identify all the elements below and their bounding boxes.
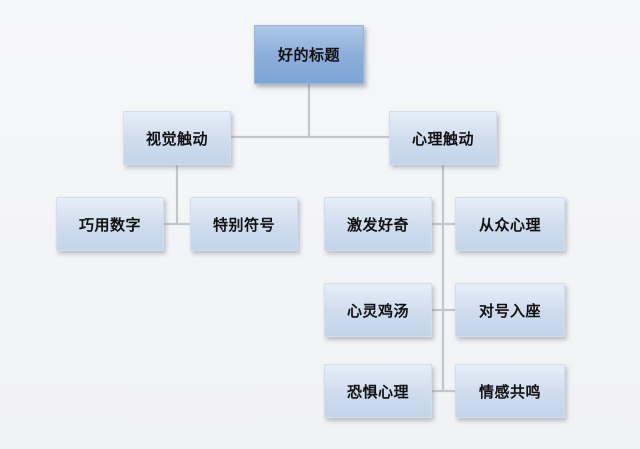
leaf-node: 从众心理 (455, 197, 565, 251)
root-node-label: 好的标题 (277, 46, 340, 64)
leaf-node: 对号入座 (455, 283, 565, 337)
leaf-node: 激发好奇 (324, 197, 432, 251)
leaf-node-label: 从众心理 (478, 215, 541, 234)
leaf-node-label: 巧用数字 (78, 215, 141, 234)
leaf-node-label: 恐惧心理 (346, 382, 409, 401)
leaf-node: 巧用数字 (56, 197, 164, 251)
leaf-node: 心灵鸡汤 (324, 283, 432, 337)
leaf-node-label: 激发好奇 (346, 215, 409, 234)
branch-node-visual: 视觉触动 (123, 111, 231, 165)
leaf-node: 情感共鸣 (455, 364, 565, 418)
leaf-node-label: 对号入座 (478, 301, 541, 320)
root-node: 好的标题 (254, 25, 364, 84)
branch-node-visual-label: 视觉触动 (145, 129, 208, 148)
branch-node-psych: 心理触动 (389, 111, 497, 165)
leaf-node-label: 心灵鸡汤 (346, 301, 409, 320)
leaf-node: 恐惧心理 (324, 364, 432, 418)
leaf-node-label: 情感共鸣 (478, 382, 541, 401)
leaf-node-label: 特别符号 (212, 215, 275, 234)
leaf-node: 特别符号 (190, 197, 298, 251)
branch-node-psych-label: 心理触动 (411, 129, 474, 148)
